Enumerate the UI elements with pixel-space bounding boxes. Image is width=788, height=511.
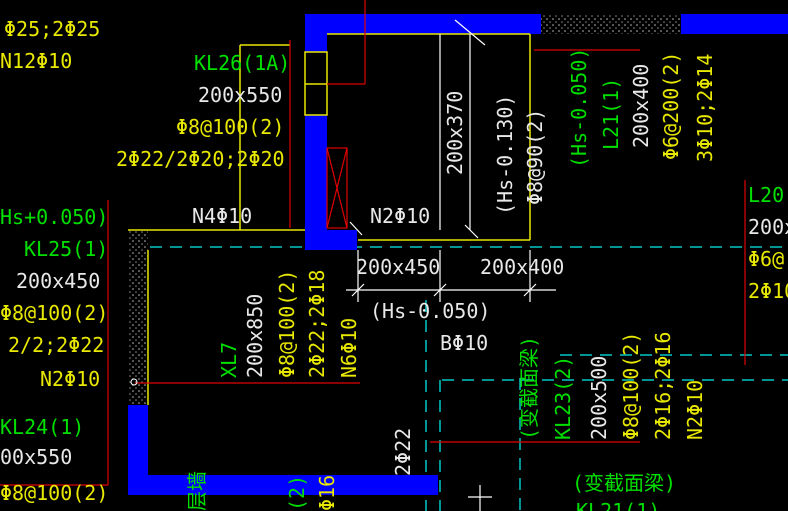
varsec-label-2: (变截面梁) xyxy=(572,471,676,495)
label-n4: N4Φ10 xyxy=(192,204,252,228)
kl25-n2: N2Φ10 xyxy=(40,367,100,391)
xl7-size: 200x850 xyxy=(243,294,267,378)
frag-wall: 层墙 xyxy=(185,471,209,511)
l21-name: L21(1) xyxy=(599,78,623,150)
hs-0130: (Hs-0.130) xyxy=(493,95,517,215)
dim-200x370: 200x370 xyxy=(443,91,467,175)
kl26-name: KL26(1A) xyxy=(194,51,290,75)
l21-stirrup: Φ6@200(2) xyxy=(659,52,683,160)
kl25-name: KL25(1) xyxy=(24,237,108,261)
l20-bars: 2Φ10 xyxy=(748,279,788,303)
kl24-name: KL24(1) xyxy=(0,415,84,439)
hatched-wall-left xyxy=(128,230,148,405)
kl21-partial: KL21(1) xyxy=(576,499,660,511)
annotations: Φ25;2Φ25 N12Φ10 KL26(1A) 200x550 Φ8@100(… xyxy=(0,17,788,511)
l20-stirrup: Φ6@ xyxy=(748,247,784,271)
hs-0050-mid: (Hs-0.050) xyxy=(370,299,490,323)
beam-outlines xyxy=(128,33,531,405)
label-topleft-2: N12Φ10 xyxy=(0,49,72,73)
label-n2-mid: N2Φ10 xyxy=(370,204,430,228)
kl24-stirrup: Φ8@100(2) xyxy=(0,481,108,505)
hs-0050-top: (Hs-0.050) xyxy=(567,48,591,168)
leader-lines xyxy=(0,0,746,486)
dim-200x400: 200x400 xyxy=(480,255,564,279)
xl7-stirrup: Φ8@100(2) xyxy=(275,270,299,378)
kl26-bars: 2Φ22/2Φ20;2Φ20 xyxy=(116,147,285,171)
dimension-lines xyxy=(346,19,556,511)
kl23-n2: N2Φ10 xyxy=(683,380,707,440)
hatched-wall-top xyxy=(541,14,681,34)
bar-2phi22: 2Φ22 xyxy=(391,428,415,476)
kl25-bars: 2/2;2Φ22 xyxy=(8,333,104,357)
varsec-label-1: (变截面梁) xyxy=(517,336,541,440)
stirrup-90: Φ8@90(2) xyxy=(523,109,547,205)
kl23-name: KL23(2) xyxy=(551,356,575,440)
l20-size: 200x xyxy=(748,215,788,239)
anchor-dot xyxy=(130,378,138,386)
xl7-name: XL7 xyxy=(217,342,241,378)
window-frame xyxy=(304,51,328,116)
dim-200x450: 200x450 xyxy=(356,255,440,279)
tick-marks xyxy=(349,221,479,239)
kl23-stirrup: Φ8@100(2) xyxy=(619,332,643,440)
frag-16: Φ16 xyxy=(315,475,339,511)
blue-walls xyxy=(128,14,788,495)
xl7-n6: N6Φ10 xyxy=(337,318,361,378)
kl23-bars: 2Φ16;2Φ16 xyxy=(651,332,675,440)
label-topleft-1: Φ25;2Φ25 xyxy=(4,17,100,41)
axis-lines xyxy=(150,246,788,511)
kl26-stirrup: Φ8@100(2) xyxy=(176,115,284,139)
l21-size: 200x400 xyxy=(629,64,653,148)
kl23-size: 200x500 xyxy=(587,356,611,440)
kl25-stirrup: Φ8@100(2) xyxy=(0,301,108,325)
l21-bars: 3Φ10;2Φ14 xyxy=(693,54,717,162)
kl25-size: 200x450 xyxy=(16,269,100,293)
l20-name: L20 xyxy=(748,183,784,207)
hs-left: Hs+0.050) xyxy=(0,205,108,229)
kl26-size: 200x550 xyxy=(198,83,282,107)
red-opening xyxy=(326,147,348,229)
kl24-size: 00x550 xyxy=(0,445,72,469)
label-b3: BΦ10 xyxy=(440,331,488,355)
xl7-bars: 2Φ22;2Φ18 xyxy=(305,270,329,378)
frag-2: (2) xyxy=(285,475,309,511)
